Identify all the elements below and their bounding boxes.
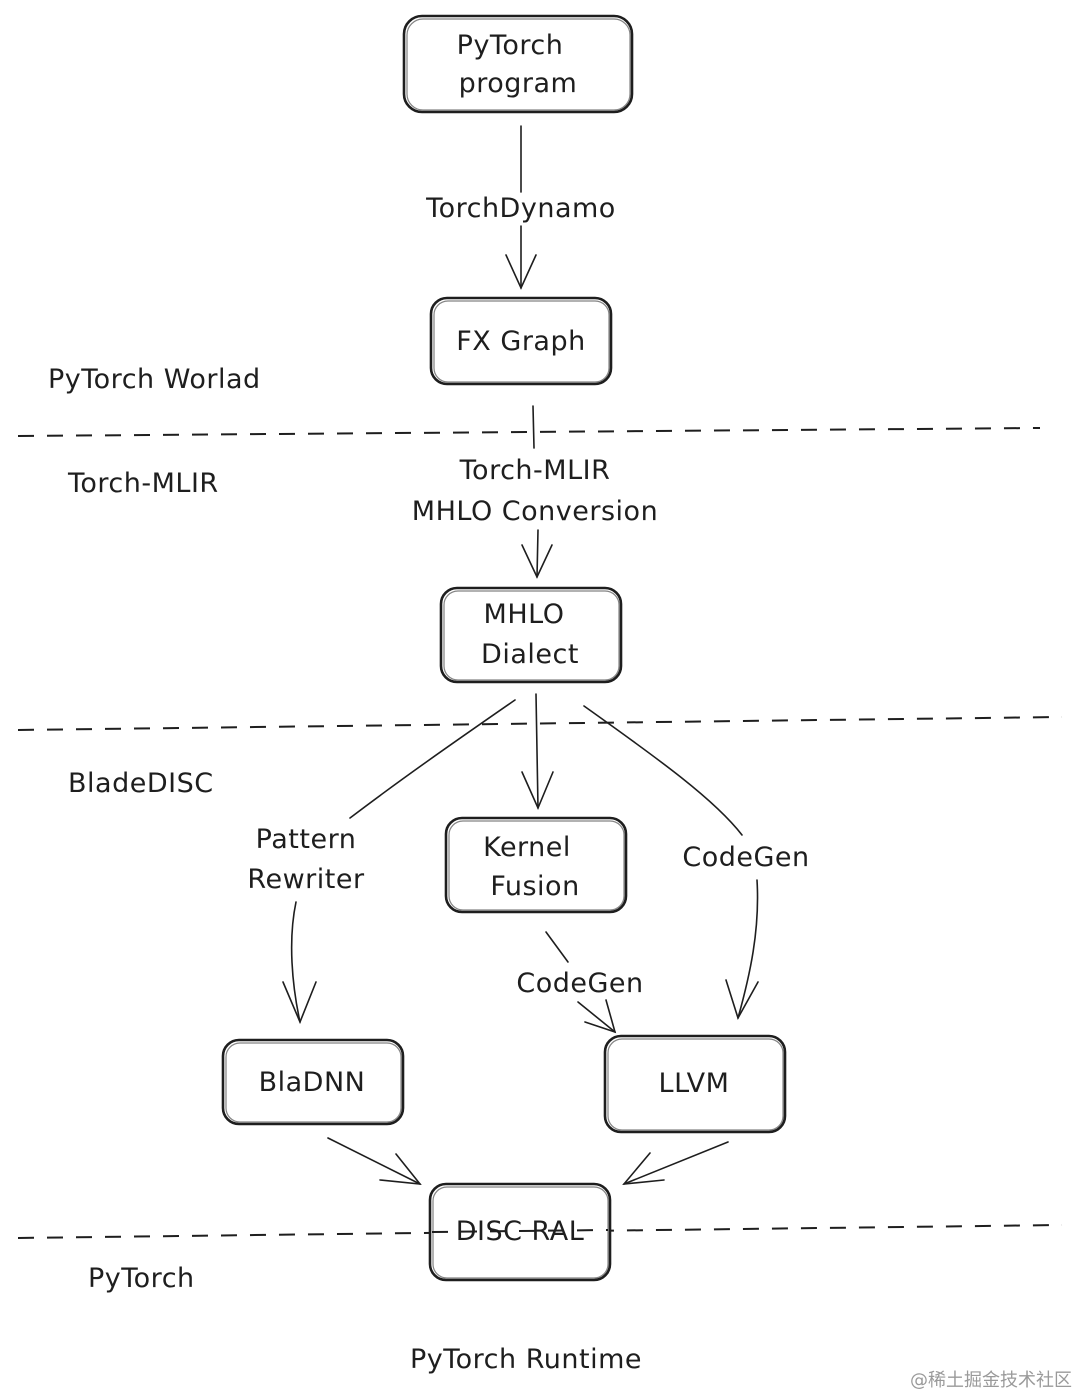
node-pytorch-program-line2: program	[459, 68, 578, 99]
edge-bladnn-to-disc-ral	[327, 1137, 422, 1185]
footer-pytorch-runtime: PyTorch Runtime	[410, 1344, 642, 1375]
node-bladnn: BlaDNN	[221, 1038, 405, 1126]
edge-kernel-fusion-to-llvm	[545, 931, 617, 1034]
watermark-text: @稀土掘金技术社区	[910, 1370, 1072, 1391]
edge-mhlo-to-pattern-rewriter	[349, 699, 516, 819]
layer-divider-overlay-disc-ral	[431, 1229, 609, 1233]
edge-label-torch-mlir-line1: Torch-MLIR	[459, 455, 611, 486]
edge-mhlo-to-codegen-right	[583, 705, 743, 836]
node-pytorch-program: PyTorch program	[402, 14, 634, 114]
layer-divider-pytorch-torchmlir	[17, 427, 1041, 437]
edge-label-pattern-rewriter-line2: Rewriter	[247, 864, 365, 895]
node-llvm: LLVM	[603, 1034, 787, 1134]
node-mhlo-dialect-line2: Dialect	[481, 639, 579, 670]
edge-mhlo-to-kernel-fusion	[521, 693, 554, 811]
edge-fx-to-mhlo	[521, 405, 553, 579]
edge-label-codegen-middle: CodeGen	[516, 968, 643, 999]
node-kernel-fusion: Kernel Fusion	[444, 816, 628, 914]
edge-program-to-fx	[505, 125, 537, 290]
edge-label-torch-mlir-line2: MHLO Conversion	[412, 496, 658, 527]
node-pytorch-program-line1: PyTorch	[457, 30, 564, 61]
edge-label-torchdynamo: TorchDynamo	[425, 193, 616, 224]
region-label-bladedisc: BladeDISC	[68, 768, 214, 799]
edge-pattern-rewriter-to-bladnn	[282, 901, 317, 1025]
node-fx-graph-label: FX Graph	[456, 326, 585, 357]
region-label-pytorch: PyTorch	[88, 1263, 195, 1294]
node-llvm-label: LLVM	[659, 1068, 730, 1099]
node-fx-graph: FX Graph	[429, 296, 613, 386]
node-mhlo-dialect-line1: MHLO	[484, 599, 565, 630]
edge-label-codegen-right: CodeGen	[682, 842, 809, 873]
edge-llvm-to-disc-ral	[622, 1141, 729, 1185]
node-kernel-fusion-line1: Kernel	[483, 832, 571, 863]
edge-label-pattern-rewriter-line1: Pattern	[256, 824, 357, 855]
region-label-torch-mlir: Torch-MLIR	[67, 468, 219, 499]
node-bladnn-label: BlaDNN	[259, 1067, 366, 1098]
edge-codegen-to-llvm	[725, 879, 759, 1021]
node-mhlo-dialect: MHLO Dialect	[439, 586, 623, 684]
node-kernel-fusion-line2: Fusion	[490, 871, 579, 902]
region-label-pytorch-world: PyTorch Worlad	[48, 364, 261, 395]
layer-divider-torchmlir-bladedisc	[17, 716, 1063, 731]
